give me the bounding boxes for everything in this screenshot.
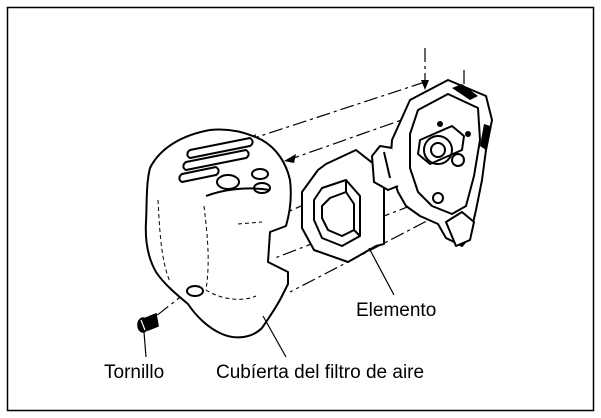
cover-screw-boss (186, 285, 204, 297)
leader-lines (143, 247, 395, 358)
filter-base-assembly (371, 79, 493, 247)
label-screw: Tornillo (104, 362, 165, 383)
filter-element (301, 149, 385, 263)
screw (137, 312, 159, 333)
air-filter-cover (144, 128, 292, 339)
diagram-border (6, 6, 595, 412)
cover-hidden-edges (157, 199, 263, 300)
label-element: Elemento (356, 300, 437, 321)
assembly-dark-details (437, 84, 490, 150)
label-air-filter-cover: Cubíerta del filtro de aire (216, 362, 425, 383)
